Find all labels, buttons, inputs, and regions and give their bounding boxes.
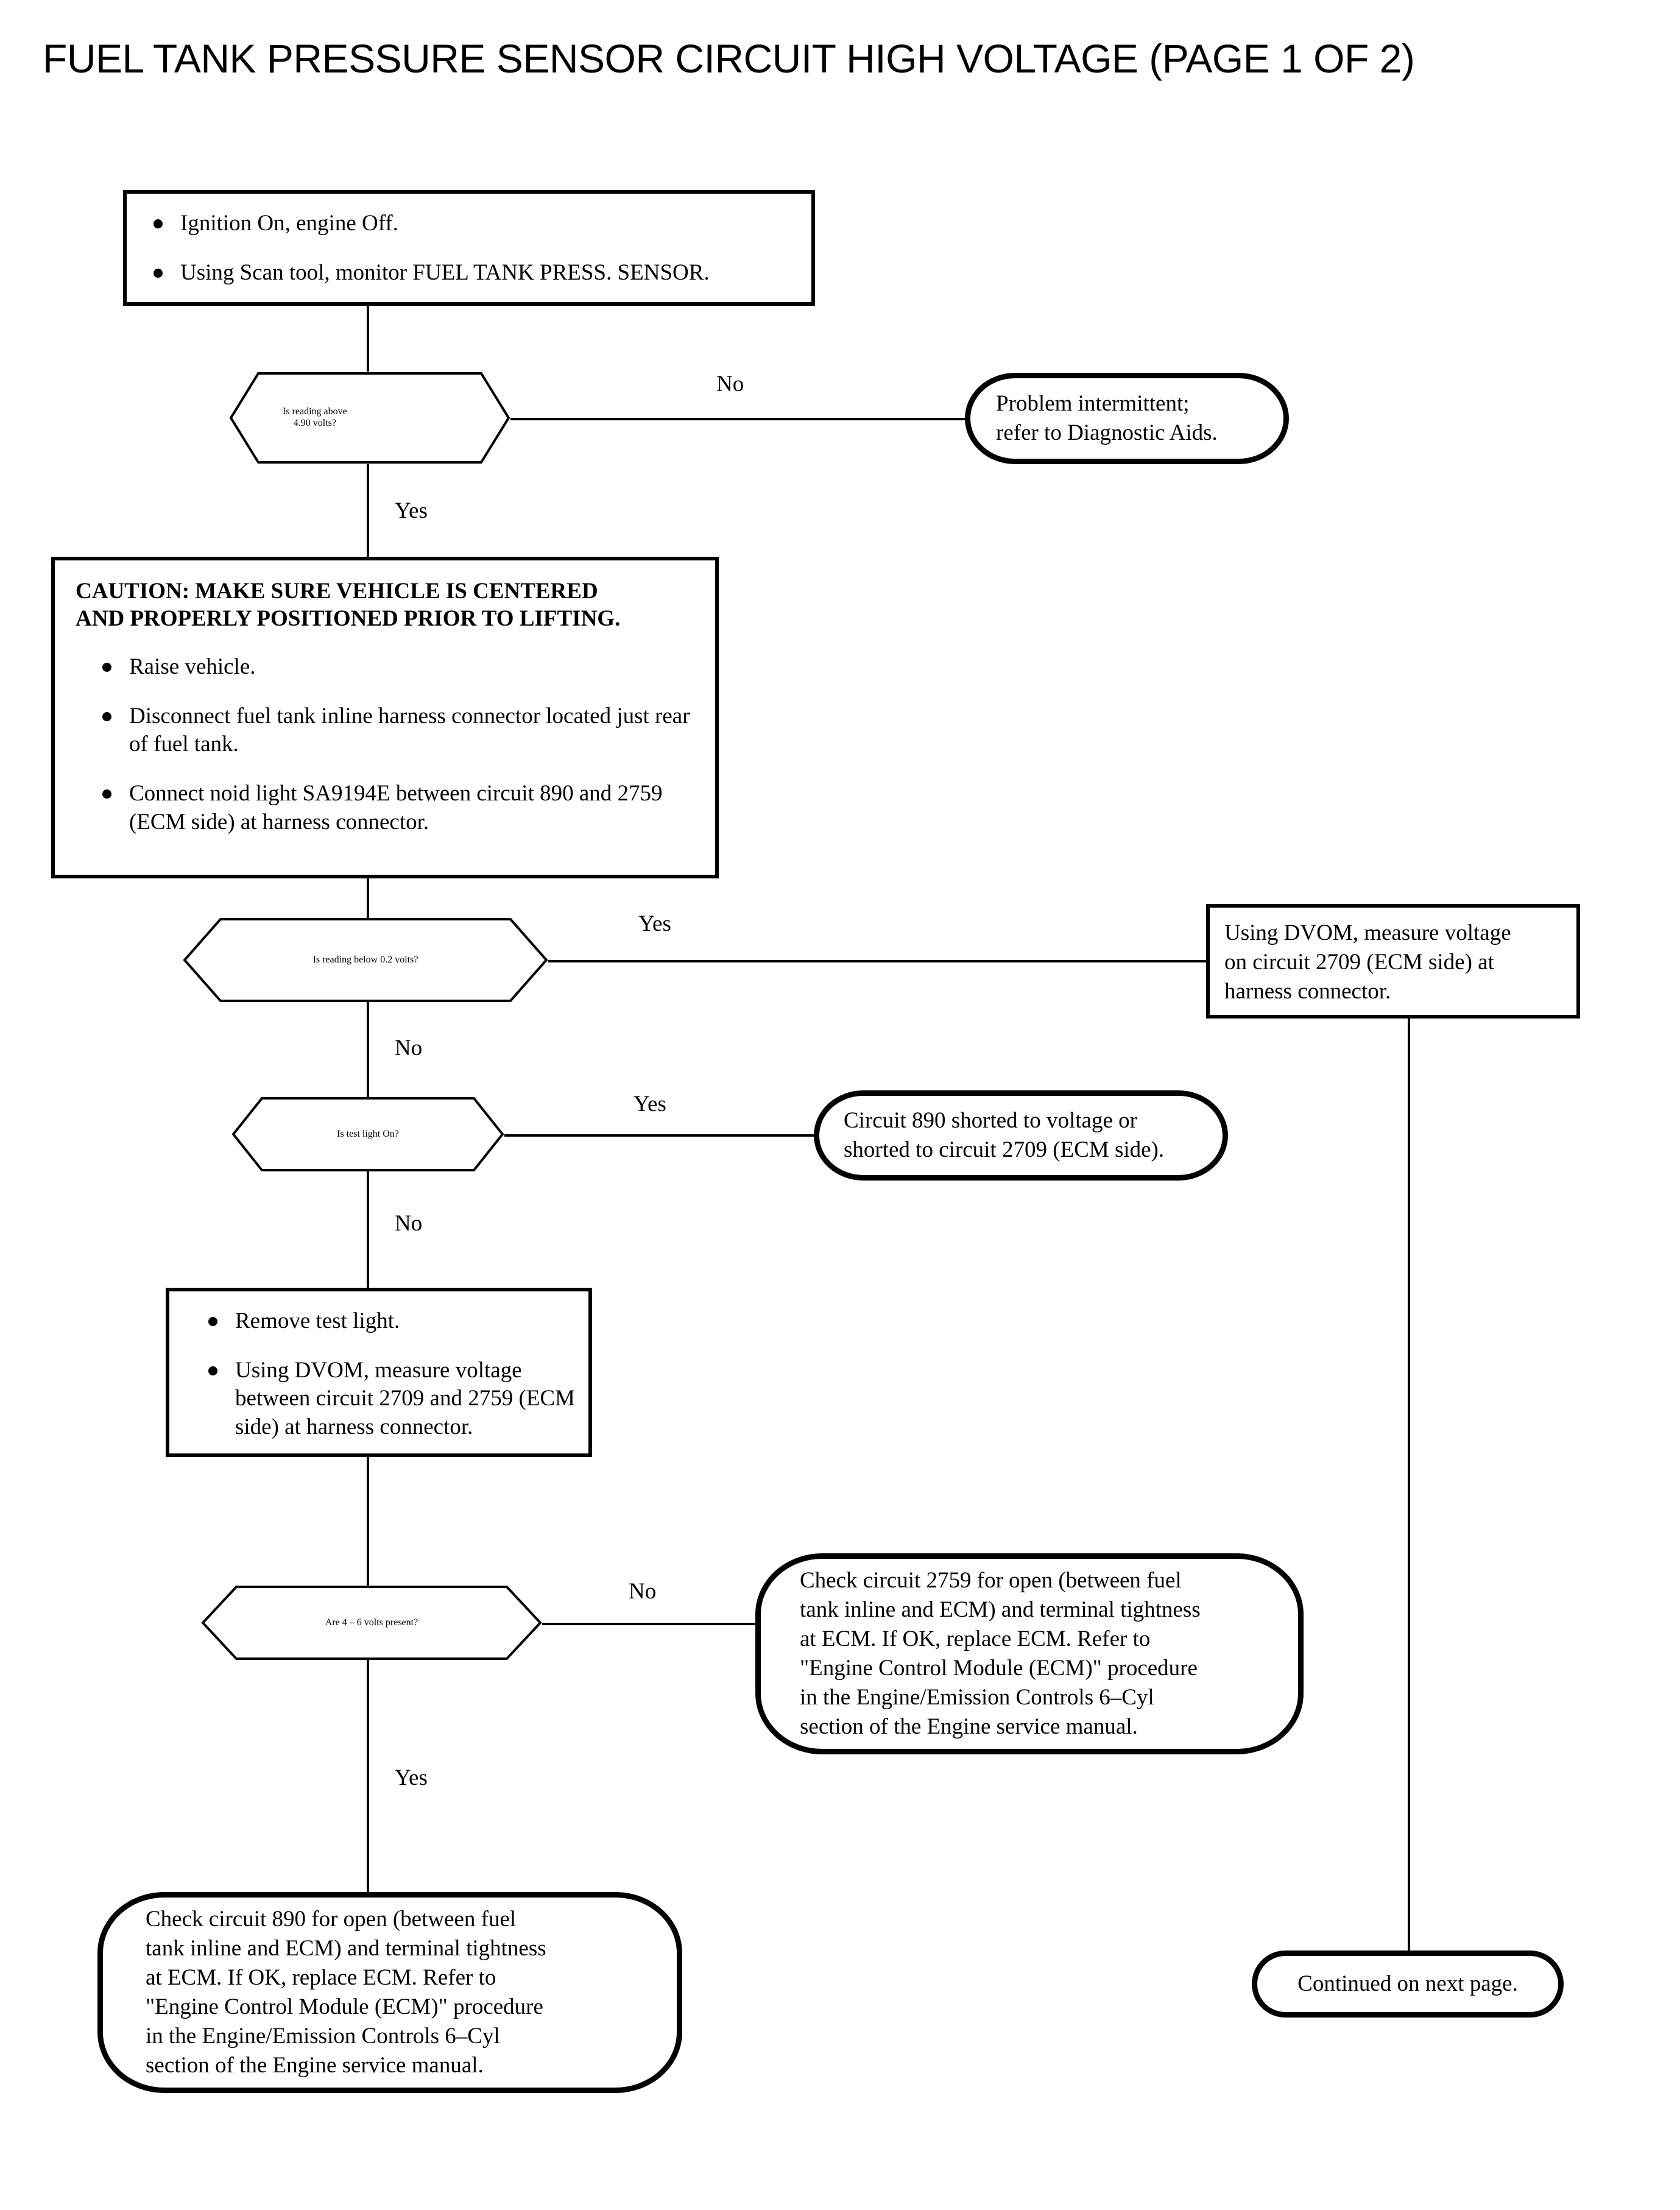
node-dvom-2709-process-box: Using DVOM, measure voltage on circuit 2… bbox=[1206, 904, 1580, 1019]
terminal-890-line3: at ECM. If OK, replace ECM. Refer to bbox=[146, 1965, 496, 1990]
decision4-label: Are 4 – 6 volts present? bbox=[201, 1585, 542, 1661]
hexagon-shape-icon bbox=[231, 1096, 504, 1172]
page-title: FUEL TANK PRESSURE SENSOR CIRCUIT HIGH V… bbox=[43, 36, 1415, 81]
connector-decision2-yes bbox=[548, 960, 1206, 962]
decision4-line1: Are 4 – 6 volts present? bbox=[325, 1617, 418, 1628]
terminal-2759-line6: section of the Engine service manual. bbox=[800, 1714, 1138, 1740]
connector-decision4-yes bbox=[367, 1659, 369, 1892]
node-decision2-is-reading-below-0.2-volts: Is reading below 0.2 volts? bbox=[183, 917, 548, 1003]
terminal-intermittent-line1: Problem intermittent; bbox=[996, 390, 1190, 416]
edge-label-decision4-no: No bbox=[629, 1579, 657, 1604]
decision2-label: Is reading below 0.2 volts? bbox=[183, 917, 548, 1003]
node-remove-test-light-process-box: Remove test light. Using DVOM, measure v… bbox=[166, 1288, 592, 1457]
node-decision1-is-reading-above-4.90-volts: Is reading above 4.90 volts? bbox=[229, 372, 510, 464]
connector-decision3-no bbox=[367, 1171, 369, 1288]
terminal-intermittent-line2: refer to Diagnostic Aids. bbox=[996, 420, 1218, 445]
terminal-890-line2: tank inline and ECM) and terminal tightn… bbox=[146, 1935, 546, 1961]
list-item: Disconnect fuel tank inline harness conn… bbox=[94, 702, 694, 759]
terminal-2759-line2: tank inline and ECM) and terminal tightn… bbox=[800, 1597, 1201, 1622]
terminal-continued-text: Continued on next page. bbox=[1297, 1971, 1518, 1996]
dvom-2709-line1: Using DVOM, measure voltage bbox=[1224, 920, 1511, 945]
connector-decision1-yes bbox=[367, 464, 369, 557]
list-item: Remove test light. bbox=[200, 1307, 575, 1336]
list-item: Raise vehicle. bbox=[94, 653, 694, 682]
connector-decision4-no bbox=[542, 1623, 755, 1625]
terminal-2759-text: Check circuit 2759 for open (between fue… bbox=[761, 1559, 1298, 1749]
terminal-890-line4: "Engine Control Module (ECM)" procedure bbox=[146, 1994, 543, 2019]
list-item: Connect noid light SA9194E between circu… bbox=[94, 780, 694, 836]
connector-decision2-no bbox=[367, 997, 369, 1110]
decision3-line1: Is test light On? bbox=[337, 1128, 399, 1139]
node-decision3-is-test-light-on: Is test light On? bbox=[231, 1096, 504, 1172]
edge-label-decision2-no: No bbox=[395, 1036, 423, 1061]
dvom-2709-line3: harness connector. bbox=[1224, 979, 1391, 1004]
terminal-2759-line5: in the Engine/Emission Controls 6–Cyl bbox=[800, 1685, 1154, 1710]
terminal-2759-line1: Check circuit 2759 for open (between fue… bbox=[800, 1567, 1182, 1593]
node-terminal-check-circuit-890: Check circuit 890 for open (between fuel… bbox=[97, 1892, 682, 2093]
node-terminal-problem-intermittent: Problem intermittent; refer to Diagnosti… bbox=[965, 373, 1289, 464]
caution-heading: CAUTION: MAKE SURE VEHICLE IS CENTERED A… bbox=[76, 577, 694, 632]
terminal-890-text: Check circuit 890 for open (between fuel… bbox=[103, 1898, 677, 2088]
terminal-890-line1: Check circuit 890 for open (between fuel bbox=[146, 1906, 517, 1932]
connector-decision1-no bbox=[510, 418, 965, 420]
hexagon-shape-icon bbox=[229, 372, 510, 464]
connector-removetest-to-decision4 bbox=[367, 1457, 369, 1622]
list-item: Using DVOM, measure voltage between circ… bbox=[200, 1357, 575, 1442]
edge-label-decision4-yes: Yes bbox=[395, 1765, 428, 1790]
terminal-890-line6: section of the Engine service manual. bbox=[146, 2053, 484, 2078]
list-item: Using Scan tool, monitor FUEL TANK PRESS… bbox=[145, 259, 793, 288]
node-terminal-check-circuit-2759: Check circuit 2759 for open (between fue… bbox=[755, 1553, 1304, 1754]
decision2-line1: Is reading below 0.2 volts? bbox=[312, 954, 418, 965]
hexagon-shape-icon bbox=[183, 917, 548, 1003]
node-decision4-are-4-6-volts-present: Are 4 – 6 volts present? bbox=[201, 1585, 542, 1661]
terminal-2759-line3: at ECM. If OK, replace ECM. Refer to bbox=[800, 1626, 1151, 1651]
terminal-shorted-text: Circuit 890 shorted to voltage or shorte… bbox=[819, 1096, 1223, 1175]
list-item: Ignition On, engine Off. bbox=[145, 210, 793, 238]
dvom-2709-line2: on circuit 2709 (ECM side) at bbox=[1224, 950, 1494, 975]
connector-step1-to-decision1 bbox=[367, 306, 369, 372]
connector-caution-to-decision2 bbox=[367, 878, 369, 942]
step1-bullet-list: Ignition On, engine Off. Using Scan tool… bbox=[145, 210, 793, 287]
decision1-line1: Is reading above bbox=[283, 406, 347, 417]
node-terminal-continued-on-next-page: Continued on next page. bbox=[1252, 1951, 1564, 2018]
caution-bullet-list: Raise vehicle. Disconnect fuel tank inli… bbox=[76, 653, 694, 836]
remove-test-light-bullet-list: Remove test light. Using DVOM, measure v… bbox=[183, 1307, 575, 1441]
connector-dvom-to-continued bbox=[1408, 1019, 1410, 1951]
node-terminal-circuit-890-shorted: Circuit 890 shorted to voltage or shorte… bbox=[814, 1090, 1228, 1181]
node-step1-process-box: Ignition On, engine Off. Using Scan tool… bbox=[123, 190, 815, 306]
terminal-shorted-line2: shorted to circuit 2709 (ECM side). bbox=[844, 1137, 1165, 1162]
terminal-intermittent-text: Problem intermittent; refer to Diagnosti… bbox=[970, 378, 1283, 459]
connector-decision3-yes bbox=[504, 1134, 815, 1137]
caution-heading-line1: CAUTION: MAKE SURE VEHICLE IS CENTERED bbox=[76, 579, 598, 604]
edge-label-decision1-yes: Yes bbox=[395, 498, 428, 523]
decision3-label: Is test light On? bbox=[231, 1096, 504, 1172]
decision1-line2: 4.90 volts? bbox=[293, 418, 336, 428]
terminal-shorted-line1: Circuit 890 shorted to voltage or bbox=[844, 1107, 1137, 1133]
edge-label-decision3-yes: Yes bbox=[634, 1092, 666, 1117]
edge-label-decision2-yes: Yes bbox=[638, 911, 671, 936]
hexagon-shape-icon bbox=[201, 1585, 542, 1661]
dvom-2709-text: Using DVOM, measure voltage on circuit 2… bbox=[1224, 919, 1562, 1006]
caution-heading-line2: AND PROPERLY POSITIONED PRIOR TO LIFTING… bbox=[76, 606, 621, 632]
node-caution-process-box: CAUTION: MAKE SURE VEHICLE IS CENTERED A… bbox=[51, 557, 719, 878]
terminal-2759-line4: "Engine Control Module (ECM)" procedure bbox=[800, 1656, 1198, 1681]
edge-label-decision3-no: No bbox=[395, 1211, 423, 1236]
edge-label-decision1-no: No bbox=[716, 372, 744, 397]
decision1-label: Is reading above 4.90 volts? bbox=[229, 372, 510, 464]
terminal-890-line5: in the Engine/Emission Controls 6–Cyl bbox=[146, 2024, 500, 2049]
